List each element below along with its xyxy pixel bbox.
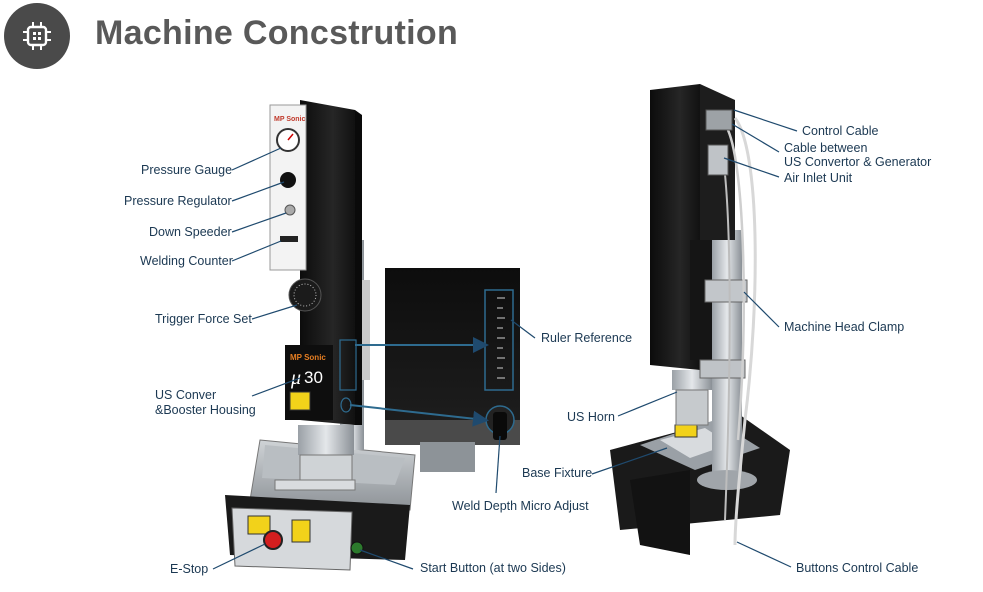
- callout-leaders: [212, 109, 798, 570]
- label-cable-between-line2: US Convertor & Generator: [784, 155, 932, 169]
- label-pressure-regulator: Pressure Regulator: [124, 194, 232, 208]
- label-control-cable: Control Cable: [802, 124, 879, 138]
- ruler-zoom-inset: [339, 268, 520, 472]
- label-air-inlet-unit: Air Inlet Unit: [784, 171, 853, 185]
- chip-badge: [4, 3, 70, 69]
- label-start-button: Start Button (at two Sides): [420, 561, 566, 575]
- back-machine: [610, 84, 790, 555]
- label-us-conver-line1: US Conver: [155, 388, 217, 402]
- label-down-speeder: Down Speeder: [149, 225, 232, 239]
- page-title: Machine Concstrution: [95, 14, 459, 52]
- model-number-print: 30: [304, 368, 323, 387]
- label-pressure-gauge: Pressure Gauge: [141, 163, 233, 177]
- label-machine-head-clamp: Machine Head Clamp: [784, 320, 905, 334]
- label-cable-between-line1: Cable between: [784, 141, 868, 155]
- machine-brand-print: MP Sonic: [274, 116, 305, 123]
- label-buttons-control-cable: Buttons Control Cable: [796, 561, 919, 575]
- label-welding-counter: Welding Counter: [140, 254, 233, 268]
- housing-brand-print: MP Sonic: [290, 353, 326, 362]
- label-us-conver-line2: &Booster Housing: [155, 403, 256, 417]
- label-ruler-reference: Ruler Reference: [541, 331, 633, 345]
- label-trigger-force-set: Trigger Force Set: [155, 312, 252, 326]
- label-weld-depth-micro-adjust: Weld Depth Micro Adjust: [452, 499, 589, 513]
- model-mu-print: μ: [290, 367, 301, 389]
- front-machine: [225, 100, 416, 571]
- label-base-fixture: Base Fixture: [522, 466, 593, 480]
- label-e-stop: E-Stop: [170, 562, 209, 576]
- label-us-horn: US Horn: [567, 410, 615, 424]
- page-header: Machine Concstrution: [0, 0, 983, 75]
- chip-icon: [23, 22, 51, 50]
